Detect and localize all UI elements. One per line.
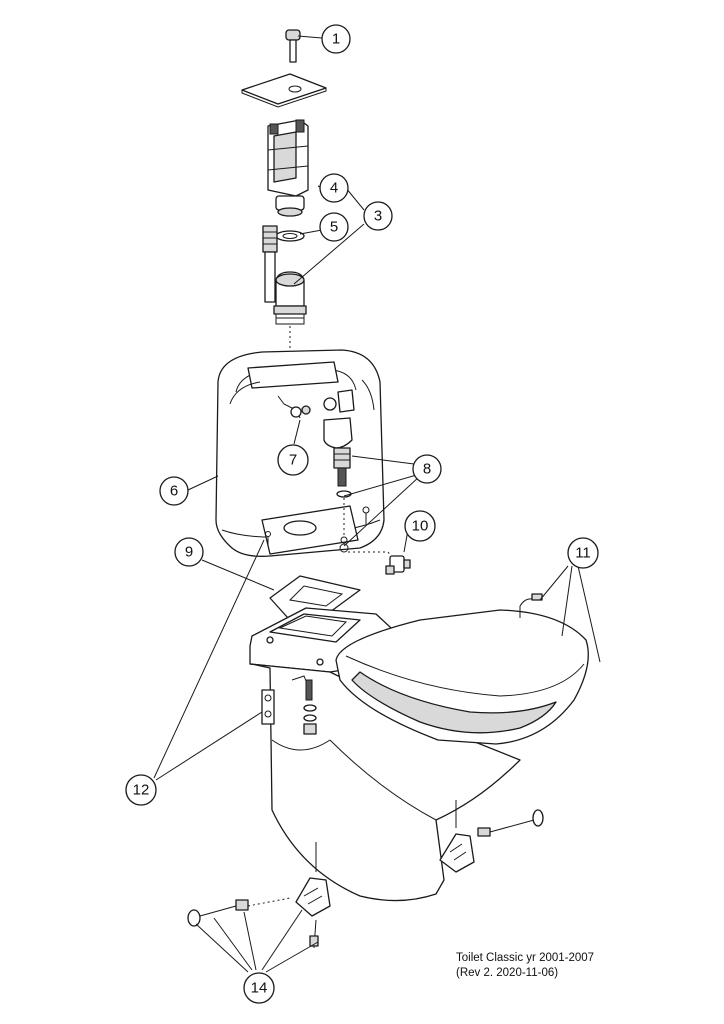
svg-text:7: 7 <box>289 452 297 469</box>
caption-title: Toilet Classic yr 2001-2007 <box>456 952 595 964</box>
flush-valve-part <box>267 119 309 217</box>
callout-11: 11 <box>567 537 599 569</box>
callout-8: 8 <box>412 454 442 484</box>
svg-text:14: 14 <box>251 980 268 997</box>
diagram-caption: Toilet Classic yr 2001-2007 (Rev 2. 2020… <box>456 951 594 981</box>
svg-text:1: 1 <box>332 31 340 48</box>
callout-6: 6 <box>159 476 189 506</box>
washer-part <box>275 230 305 242</box>
svg-text:5: 5 <box>330 219 338 236</box>
flush-plate-part <box>241 73 327 108</box>
svg-text:8: 8 <box>423 461 431 478</box>
callout-12: 12 <box>125 774 157 806</box>
svg-text:12: 12 <box>133 782 150 799</box>
caption-revision: (Rev 2. 2020-11-06) <box>456 967 559 979</box>
svg-text:10: 10 <box>412 518 429 535</box>
svg-text:4: 4 <box>330 180 338 197</box>
gasket-part <box>269 575 361 619</box>
wall-bracket-part <box>261 675 317 735</box>
push-button-part <box>285 29 301 63</box>
floor-fixing-right-part <box>439 800 544 873</box>
fill-valve-part <box>323 389 355 553</box>
cistern-bolts-part <box>265 506 370 546</box>
callout-14: 14 <box>243 972 275 1004</box>
callout-9: 9 <box>174 537 204 567</box>
callout-1: 1 <box>321 24 351 54</box>
toilet-bowl-part <box>249 607 589 902</box>
angle-valve-part <box>348 551 411 575</box>
valve-housing-part <box>273 271 307 325</box>
callout-3: 3 <box>363 201 393 231</box>
leader-lines <box>153 35 601 973</box>
svg-text:3: 3 <box>374 208 382 225</box>
svg-text:11: 11 <box>575 545 591 562</box>
svg-text:9: 9 <box>185 544 193 561</box>
lever-part <box>277 395 311 419</box>
callout-4: 4 <box>319 173 349 203</box>
callout-5: 5 <box>319 212 349 242</box>
floor-fixing-left-part <box>187 842 331 949</box>
callout-7: 7 <box>277 444 309 476</box>
svg-text:6: 6 <box>170 483 178 500</box>
overflow-pipe-part <box>262 225 278 303</box>
callout-10: 10 <box>404 510 436 542</box>
